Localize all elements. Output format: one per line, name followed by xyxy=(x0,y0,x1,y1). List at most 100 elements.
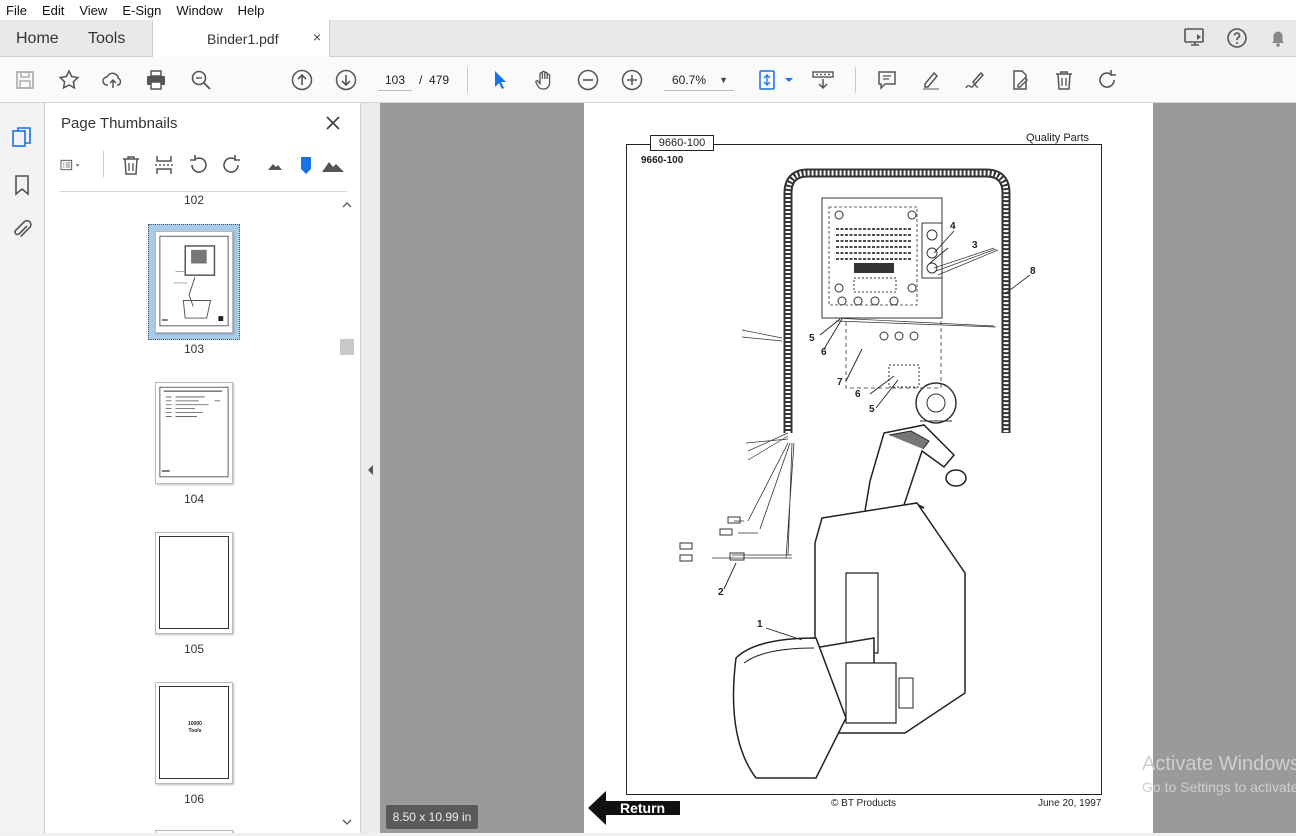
thumbnail-size-large-icon[interactable] xyxy=(321,153,345,177)
page-size-badge: 8.50 x 10.99 in xyxy=(386,805,478,829)
zoom-out-icon[interactable] xyxy=(576,68,600,92)
zoom-in-icon[interactable] xyxy=(620,68,644,92)
thumbnail-page-next[interactable] xyxy=(155,830,233,833)
document-tab-title: Binder1.pdf xyxy=(207,31,279,47)
exploded-parts-diagram xyxy=(679,168,1031,779)
tab-document[interactable]: Binder1.pdf × xyxy=(152,20,330,57)
callout-6: 6 xyxy=(821,347,827,358)
thumbnails-scrollbar[interactable] xyxy=(340,197,354,830)
collapse-arrow-icon xyxy=(368,465,373,475)
scrollbar-arrows-icon xyxy=(342,202,352,825)
attachments-paperclip-icon[interactable] xyxy=(10,218,34,242)
document-viewer[interactable]: 9660-100 9660-100 Quality Parts xyxy=(380,103,1296,833)
close-tab-button[interactable]: × xyxy=(313,29,322,45)
header-quality-parts: Quality Parts xyxy=(1026,132,1089,144)
drawing-frame xyxy=(626,144,1102,795)
callout-6-lower: 6 xyxy=(855,389,861,400)
thumbnail-label: 104 xyxy=(183,492,205,506)
thumbnail-label: 103 xyxy=(183,342,205,356)
callout-8: 8 xyxy=(1030,266,1036,277)
close-panel-icon[interactable] xyxy=(323,113,343,133)
part-code-label: 9660-100 xyxy=(641,155,684,166)
menu-esign[interactable]: E-Sign xyxy=(122,2,162,18)
next-page-icon[interactable] xyxy=(334,68,358,92)
star-bookmark-icon[interactable] xyxy=(57,68,81,92)
zoom-level-select[interactable]: 60.7% ▼ xyxy=(664,69,734,91)
menu-view[interactable]: View xyxy=(79,2,108,18)
thumbnail-size-slider-icon[interactable] xyxy=(294,153,318,177)
zoom-level-value: 60.7% xyxy=(672,73,707,87)
menu-bar: File Edit View E-Sign Window Help xyxy=(0,0,1296,20)
delete-pages-icon[interactable] xyxy=(119,153,143,177)
return-arrow-icon xyxy=(588,791,680,825)
menu-edit[interactable]: Edit xyxy=(41,2,65,18)
share-screen-icon[interactable] xyxy=(1183,26,1207,50)
thumbnails-panel: Page Thumbnails 102 xyxy=(45,103,361,833)
help-icon[interactable] xyxy=(1225,26,1249,50)
thumbnail-103-drawing xyxy=(159,235,229,327)
callout-1: 1 xyxy=(757,619,763,630)
bookmarks-icon[interactable] xyxy=(10,173,34,197)
tab-home[interactable]: Home xyxy=(16,30,59,47)
page-total: 479 xyxy=(429,73,450,87)
thumbnail-page-103[interactable] xyxy=(155,231,233,333)
tab-bar: Home Tools Binder1.pdf × xyxy=(0,20,1296,57)
footer-date: June 20, 1997 xyxy=(1038,798,1102,809)
highlight-pen-icon[interactable] xyxy=(919,68,943,92)
callout-7: 7 xyxy=(837,377,843,388)
thumbnail-page-105[interactable] xyxy=(155,532,233,634)
edit-document-icon[interactable] xyxy=(1008,68,1032,92)
callout-4: 4 xyxy=(950,221,956,232)
activation-watermark-title: Activate Windows xyxy=(1142,753,1296,775)
thumbnail-106-text: 10000 Tools xyxy=(156,721,234,735)
scroll-mode-icon[interactable] xyxy=(811,68,835,92)
menu-window[interactable]: Window xyxy=(176,2,223,18)
thumbnail-label: 106 xyxy=(183,792,205,806)
previous-page-icon[interactable] xyxy=(290,68,314,92)
select-cursor-icon[interactable] xyxy=(488,68,512,92)
rotate-redo-icon[interactable] xyxy=(1096,68,1120,92)
thumbnail-page-106[interactable]: 10000 Tools xyxy=(155,682,233,784)
menu-help[interactable]: Help xyxy=(237,2,265,18)
panel-divider xyxy=(59,191,347,192)
thumbnail-104-drawing xyxy=(159,386,229,478)
rotate-right-icon[interactable] xyxy=(220,153,244,177)
print-icon[interactable] xyxy=(144,68,168,92)
fit-page-chevron-icon[interactable] xyxy=(777,68,793,92)
panel-collapse-handle[interactable] xyxy=(361,103,380,833)
thumbnail-size-small-icon[interactable] xyxy=(263,153,287,177)
delete-trash-icon[interactable] xyxy=(1052,68,1076,92)
extract-pages-icon[interactable] xyxy=(152,153,176,177)
comment-icon[interactable] xyxy=(875,68,899,92)
toolbar-divider xyxy=(855,67,856,93)
thumb-toolbar-divider xyxy=(103,151,104,177)
save-icon[interactable] xyxy=(13,68,37,92)
menu-file[interactable]: File xyxy=(6,2,27,18)
thumbnail-list[interactable]: 102 103 104 xyxy=(59,192,339,833)
hand-pan-icon[interactable] xyxy=(532,68,556,92)
chevron-down-icon: ▼ xyxy=(719,75,728,85)
page-thumbnails-icon[interactable] xyxy=(10,125,34,149)
thumbnail-page-104[interactable] xyxy=(155,382,233,484)
panel-title: Page Thumbnails xyxy=(61,115,178,132)
return-button[interactable]: Return xyxy=(588,791,682,825)
upload-cloud-icon[interactable] xyxy=(101,68,125,92)
notifications-bell-icon[interactable] xyxy=(1266,26,1290,50)
navigation-rail xyxy=(0,103,45,833)
page-count: / 479 xyxy=(419,73,449,87)
sign-pen-icon[interactable] xyxy=(963,68,987,92)
footer-copyright: © BT Products xyxy=(831,798,896,809)
fit-page-icon[interactable] xyxy=(756,68,780,92)
toolbar-divider xyxy=(467,67,468,93)
scrollbar-thumb[interactable] xyxy=(340,339,354,355)
page-number-input[interactable]: 103 xyxy=(378,69,412,91)
thumbnail-label: 102 xyxy=(183,193,205,207)
callout-5-lower: 5 xyxy=(869,404,875,415)
callout-5: 5 xyxy=(809,333,815,344)
pdf-page: 9660-100 9660-100 Quality Parts xyxy=(584,103,1153,833)
tab-tools[interactable]: Tools xyxy=(88,30,126,47)
rotate-left-icon[interactable] xyxy=(186,153,210,177)
thumbnail-options-icon[interactable] xyxy=(59,153,95,177)
part-code-tab: 9660-100 xyxy=(650,135,714,151)
zoom-search-icon[interactable] xyxy=(189,68,213,92)
